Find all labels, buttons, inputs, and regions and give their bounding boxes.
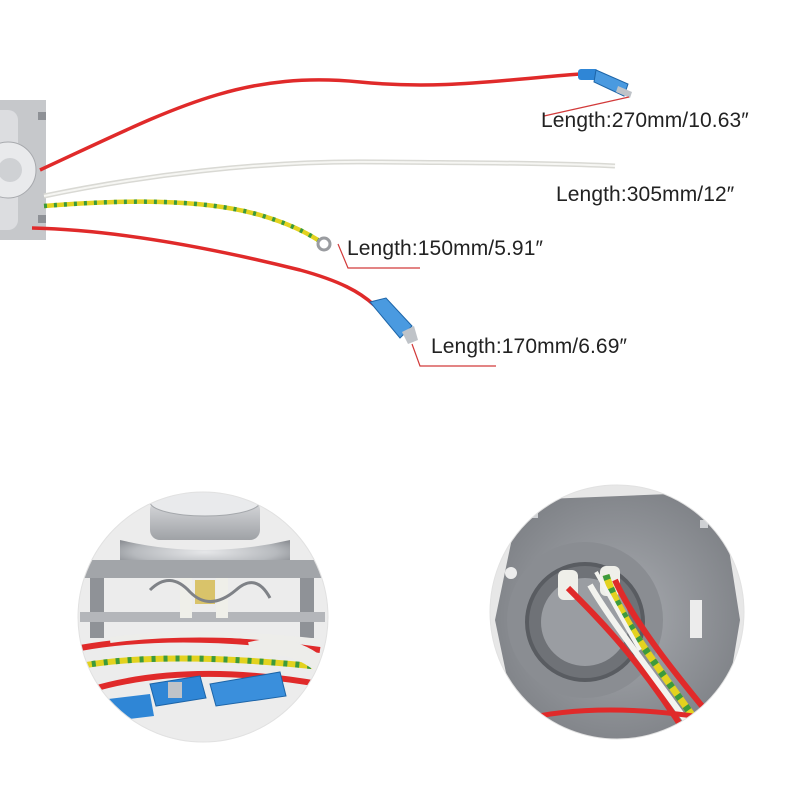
blue-terminal-2	[369, 297, 418, 344]
ring-terminal	[316, 236, 332, 252]
blue-terminal-1	[578, 69, 632, 98]
length-label-yellow-green: Length:150mm/5.91″	[347, 237, 544, 260]
white-wire	[43, 159, 616, 199]
leader-line-4	[411, 343, 496, 367]
thermostat-body	[0, 100, 46, 240]
detail-photo-bottom	[490, 485, 744, 739]
leader-line-3	[337, 243, 420, 269]
red-wire-short	[31, 226, 376, 307]
length-label-white: Length:305mm/12″	[556, 183, 735, 206]
length-label-red-short: Length:170mm/6.69″	[431, 335, 628, 358]
length-label-red-long: Length:270mm/10.63″	[541, 109, 749, 132]
red-wire-long	[39, 72, 581, 172]
detail-photo-side	[78, 492, 328, 742]
leader-line-1	[543, 96, 630, 117]
yellow-green-wire	[43, 199, 320, 242]
